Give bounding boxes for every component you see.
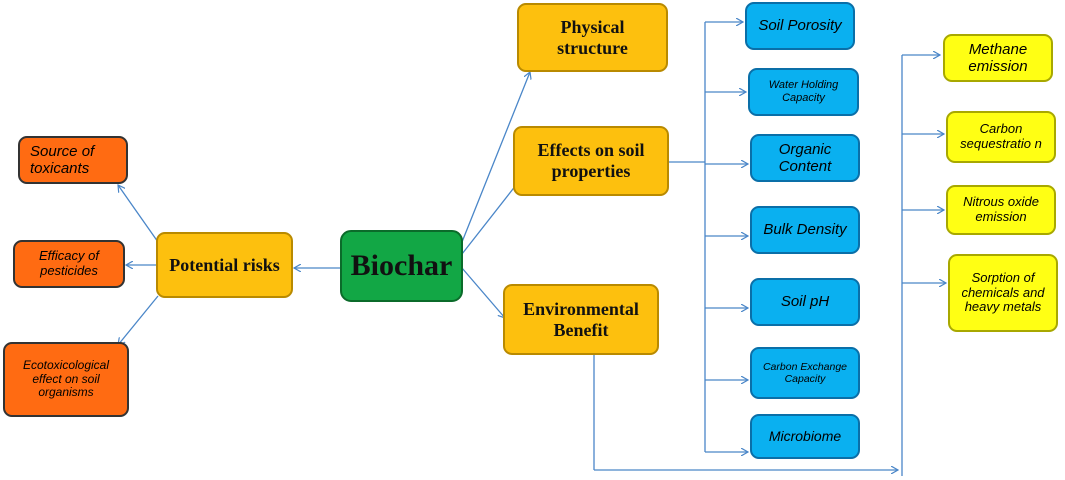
node-nitrous-oxide-emission: Nitrous oxide emission xyxy=(946,185,1056,235)
arrow-risks-toxicants xyxy=(118,185,159,243)
node-ecotoxicological-effect: Ecotoxicological effect on soil organism… xyxy=(3,342,129,417)
node-water-holding-capacity: Water Holding Capacity xyxy=(748,68,859,116)
arrow-biochar-effects xyxy=(461,180,520,255)
node-methane-emission: Methane emission xyxy=(943,34,1053,82)
node-sorption-of-chemicals: Sorption of chemicals and heavy metals xyxy=(948,254,1058,332)
node-microbiome: Microbiome xyxy=(750,414,860,459)
node-potential-risks: Potential risks xyxy=(156,232,293,298)
arrow-biochar-physical xyxy=(461,72,530,243)
node-environmental-benefit: Environmental Benefit xyxy=(503,284,659,355)
arrow-biochar-environmental xyxy=(461,267,505,318)
node-biochar: Biochar xyxy=(340,230,463,302)
arrow-risks-ecotox xyxy=(118,295,159,345)
node-organic-content: Organic Content xyxy=(750,134,860,182)
node-biochar-label: Biochar xyxy=(350,248,453,282)
node-effects-on-soil: Effects on soil properties xyxy=(513,126,669,196)
node-bulk-density: Bulk Density xyxy=(750,206,860,254)
node-physical-structure: Physical structure xyxy=(517,3,668,72)
node-carbon-exchange-capacity: Carbon Exchange Capacity xyxy=(750,347,860,399)
node-soil-porosity: Soil Porosity xyxy=(745,2,855,50)
node-soil-ph: Soil pH xyxy=(750,278,860,326)
node-carbon-sequestration: Carbon sequestratio n xyxy=(946,111,1056,163)
node-efficacy-of-pesticides: Efficacy of pesticides xyxy=(13,240,125,288)
node-source-of-toxicants: Source of toxicants xyxy=(18,136,128,184)
